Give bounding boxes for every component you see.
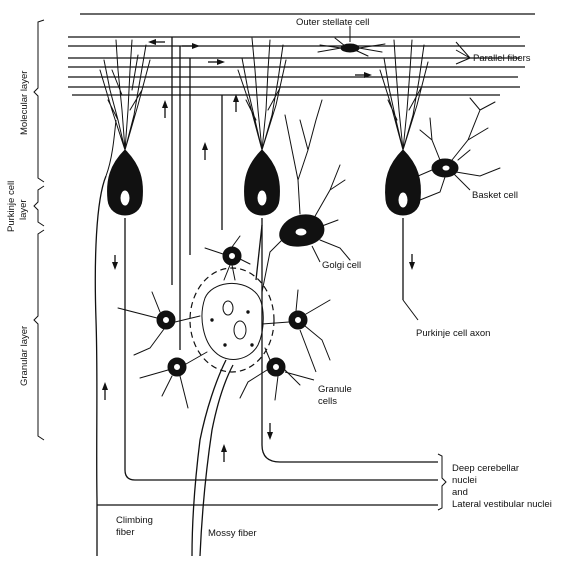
parallel-fiber-arrows[interactable] xyxy=(148,39,372,78)
climbing-fiber xyxy=(94,119,117,556)
deep-nuclei-label-line2: nuclei xyxy=(452,475,477,486)
parallel-fibers-label: Parallel fibers xyxy=(473,53,531,64)
basket-cell xyxy=(405,97,501,211)
deep-nuclei-label-line4: Lateral vestibular nuclei xyxy=(452,499,552,510)
purkinje-cell-bodies xyxy=(107,149,421,216)
deep-nuclei-bracket xyxy=(437,453,447,511)
climbing-fiber-label-line1: Climbing xyxy=(116,515,153,526)
purkinje-layer-label-line1: Purkinje cell xyxy=(6,181,17,232)
deep-nuclei-label-line3: and xyxy=(452,487,468,498)
mossy-fiber xyxy=(191,359,234,557)
basket-cell-label: Basket cell xyxy=(472,190,518,201)
golgi-cell xyxy=(261,99,351,293)
outer-stellate-cell xyxy=(317,37,386,57)
granule-cells-leader xyxy=(284,329,317,381)
outer-stellate-label: Outer stellate cell xyxy=(296,17,369,28)
purkinje-layer-label-line2: layer xyxy=(18,199,29,220)
purkinje-axon-label: Purkinje cell axon xyxy=(416,328,490,339)
granule-ascending-axons xyxy=(171,37,223,350)
purkinje-axons xyxy=(124,218,438,481)
golgi-cell-leader xyxy=(311,245,321,263)
parallel-fibers-leader xyxy=(455,41,471,65)
granular-layer-label: Granular layer xyxy=(19,326,30,386)
granule-cells-label-line2: cells xyxy=(318,396,337,407)
glomerulus xyxy=(189,267,275,373)
mossy-fiber-label: Mossy fiber xyxy=(208,528,257,539)
layer-brackets xyxy=(33,19,45,441)
granule-cells xyxy=(117,235,331,409)
molecular-layer-label: Molecular layer xyxy=(19,71,30,135)
purkinje-axon-leader xyxy=(402,299,419,321)
climbing-fiber-label-line2: fiber xyxy=(116,527,134,538)
flow-arrows xyxy=(102,94,415,462)
deep-nuclei-label-line1: Deep cerebellar xyxy=(452,463,519,474)
basket-cell-leader xyxy=(451,171,471,191)
golgi-cell-label: Golgi cell xyxy=(322,260,361,271)
granule-cells-label-line1: Granule xyxy=(318,384,352,395)
purkinje-dendrites xyxy=(99,37,429,151)
